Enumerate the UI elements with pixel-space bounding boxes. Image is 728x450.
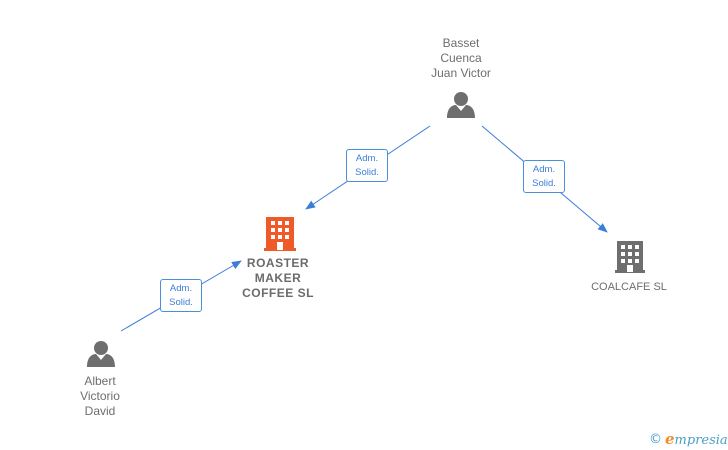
brand-initial: e bbox=[665, 430, 675, 448]
building-icon[interactable] bbox=[264, 217, 296, 251]
brand-rest: mpresia bbox=[674, 433, 728, 448]
company-name-roaster-maker-coffee[interactable]: ROASTER MAKER COFFEE SL bbox=[242, 256, 314, 300]
person-icon[interactable] bbox=[447, 92, 475, 118]
edge-label-adm-solid: Adm. Solid. bbox=[523, 160, 565, 193]
company-name-coalcafe[interactable]: COALCAFE SL bbox=[591, 281, 667, 293]
edge-label-line2: Solid. bbox=[532, 178, 556, 189]
building-icon[interactable] bbox=[615, 241, 645, 273]
edge-label-line2: Solid. bbox=[355, 167, 379, 178]
edge-label-line1: Adm. bbox=[169, 283, 193, 294]
edge-label-line2: Solid. bbox=[169, 297, 193, 308]
edge-label-line1: Adm. bbox=[532, 164, 556, 175]
empresia-watermark: © empresia bbox=[649, 430, 728, 448]
person-icon[interactable] bbox=[87, 341, 115, 367]
edge-label-adm-solid: Adm. Solid. bbox=[160, 279, 202, 312]
edge-label-line1: Adm. bbox=[355, 153, 379, 164]
person-name-basset[interactable]: Basset Cuenca Juan Victor bbox=[431, 36, 491, 80]
copyright-symbol: © bbox=[649, 431, 662, 447]
brand-logo: empresia bbox=[665, 430, 728, 448]
edge-label-adm-solid: Adm. Solid. bbox=[346, 149, 388, 182]
person-name-albert[interactable]: Albert Victorio David bbox=[80, 374, 120, 418]
